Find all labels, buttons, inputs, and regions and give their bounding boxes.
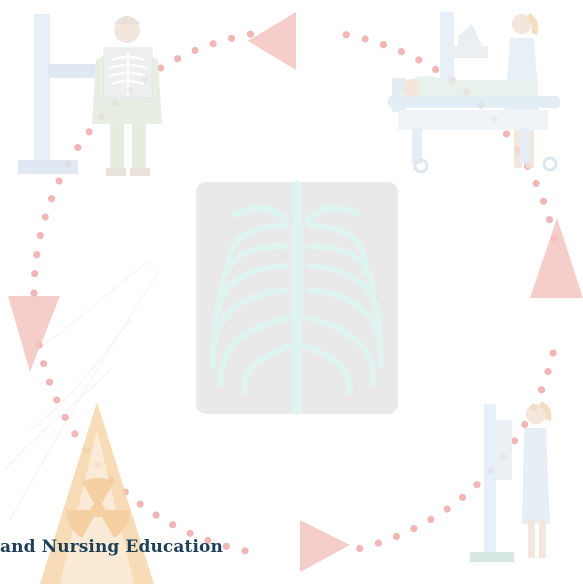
ring-dot (152, 511, 160, 519)
ring-dot (392, 532, 400, 541)
cycle-arrow-icon-left (8, 296, 60, 372)
ring-dot (427, 515, 435, 524)
ring-dot (379, 41, 388, 49)
ring-dot (47, 195, 56, 203)
ring-dot (40, 360, 48, 368)
ring-dot (415, 56, 423, 64)
chest-xray-icon (196, 181, 398, 415)
ring-dot (356, 544, 364, 553)
ring-dot (222, 542, 230, 550)
ring-dot (432, 65, 440, 74)
cycle-arrow-icon-top (248, 12, 296, 70)
radiation-warning-icon (40, 402, 154, 584)
ring-dot (410, 525, 418, 533)
xray-standing-patient-icon (18, 14, 162, 176)
ring-dot (374, 539, 382, 547)
ring-dot (342, 31, 350, 39)
ring-dot (41, 213, 49, 221)
ring-dot (246, 30, 254, 38)
ring-dot (33, 251, 41, 259)
ring-dot (443, 505, 451, 513)
ring-dot (209, 40, 217, 48)
caption-text: and Nursing Education (0, 537, 223, 557)
ring-dot (136, 500, 144, 508)
ring-dot (169, 521, 177, 529)
ring-dot (61, 413, 69, 421)
ring-dot (521, 420, 529, 429)
ring-dot (45, 378, 54, 386)
ring-dot (174, 55, 182, 63)
ring-dot (71, 430, 79, 438)
ring-dot (532, 179, 540, 188)
ring-dot (31, 270, 39, 278)
ring-dot (502, 130, 511, 138)
ring-dot (186, 529, 194, 537)
ring-dot (458, 493, 467, 501)
ring-dot (510, 437, 519, 445)
cycle-arrow-icon-bottom (300, 520, 350, 572)
ring-dot (549, 349, 557, 357)
ring-dot (55, 177, 63, 185)
ring-dot (74, 143, 82, 152)
ring-dot (157, 64, 165, 72)
patient-bed-ultrasound-icon (388, 12, 560, 174)
ring-dot (397, 48, 405, 56)
ring-dot (36, 232, 44, 240)
ring-dot (473, 481, 481, 489)
ring-dot (53, 396, 61, 404)
ring-dot (30, 289, 38, 297)
cycle-arrow-icon-right (530, 218, 583, 298)
ring-dot (361, 35, 369, 43)
ring-dot (546, 216, 554, 224)
ring-dot (228, 34, 236, 42)
ring-dot (204, 536, 212, 545)
ring-dot (241, 547, 249, 555)
ring-dot (537, 386, 546, 394)
ring-dot (85, 128, 93, 136)
ring-dot (544, 368, 552, 376)
radiographer-machine-icon (470, 401, 552, 562)
ring-dot (539, 197, 548, 205)
ring-dot (191, 46, 199, 55)
